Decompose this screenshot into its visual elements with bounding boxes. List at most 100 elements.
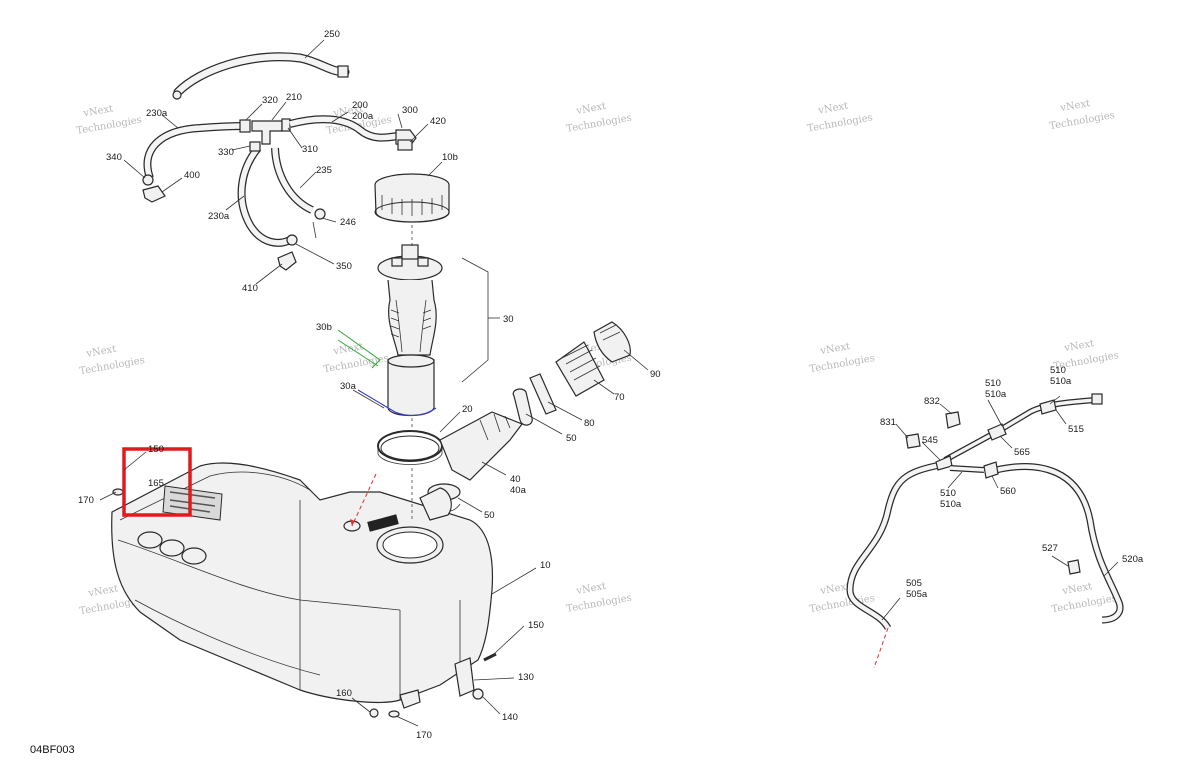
washer-170 xyxy=(388,710,400,718)
label-140: 140 xyxy=(502,712,518,723)
label-310: 310 xyxy=(302,144,318,155)
label-130: 130 xyxy=(518,672,534,683)
label-400: 400 xyxy=(184,170,200,181)
label-170-left: 170 xyxy=(78,495,94,506)
label-20: 20 xyxy=(462,404,473,415)
svg-text:vNext: vNext xyxy=(87,583,119,599)
vent-hose-assembly xyxy=(142,52,417,271)
svg-text:vNext: vNext xyxy=(332,103,364,119)
pump-frame xyxy=(387,279,437,356)
fitting-400 xyxy=(142,185,166,203)
washer-170-left xyxy=(112,488,124,496)
label-510a-top: 510a xyxy=(985,389,1007,400)
vent-line-assembly xyxy=(846,393,1124,630)
label-320: 320 xyxy=(262,95,278,106)
label-831: 831 xyxy=(880,417,896,428)
label-560: 560 xyxy=(1000,486,1016,497)
label-80: 80 xyxy=(584,418,595,429)
svg-text:Technologies: Technologies xyxy=(566,113,633,135)
label-520a: 520a xyxy=(1122,554,1144,565)
label-505: 505 xyxy=(906,578,922,589)
label-230a: 230a xyxy=(208,211,230,222)
connector-515 xyxy=(1039,399,1057,415)
clip-527 xyxy=(1067,559,1081,575)
bracket-30 xyxy=(461,257,489,383)
svg-text:vNext: vNext xyxy=(819,341,851,357)
clip-832 xyxy=(945,411,961,429)
label-410: 410 xyxy=(242,283,258,294)
part-labels: 250 230a 320 210 200 200a 300 420 340 40… xyxy=(78,29,1144,741)
wire-30b xyxy=(337,329,381,369)
label-230a-top: 230a xyxy=(146,108,168,119)
svg-text:vNext: vNext xyxy=(332,341,364,357)
svg-text:vNext: vNext xyxy=(575,581,607,597)
label-170: 170 xyxy=(416,730,432,741)
connector-565 xyxy=(987,423,1007,441)
assembly-arrow xyxy=(351,473,377,527)
valve-420 xyxy=(397,139,413,151)
label-90: 90 xyxy=(650,369,661,380)
label-510-right: 510 xyxy=(1050,365,1066,376)
tank-filler-inlet xyxy=(419,487,452,521)
label-200a: 200a xyxy=(352,111,374,122)
label-832: 832 xyxy=(924,396,940,407)
label-10b: 10b xyxy=(442,152,458,163)
leader-lines xyxy=(99,39,1119,727)
label-30a: 30a xyxy=(340,381,357,392)
label-565: 565 xyxy=(1014,447,1030,458)
fasteners xyxy=(112,488,497,718)
label-10: 10 xyxy=(540,560,551,571)
filler-neck-70 xyxy=(555,341,605,397)
svg-text:vNext: vNext xyxy=(1059,98,1091,114)
label-235: 235 xyxy=(316,165,332,176)
label-420: 420 xyxy=(430,116,446,127)
pump-flange xyxy=(377,255,443,281)
svg-text:Technologies: Technologies xyxy=(1049,110,1116,132)
label-30b: 30b xyxy=(316,322,332,333)
svg-text:vNext: vNext xyxy=(575,101,607,117)
svg-text:Technologies: Technologies xyxy=(323,353,390,375)
assembly-arrow-right xyxy=(873,627,889,669)
clip-831 xyxy=(905,433,921,449)
svg-text:Technologies: Technologies xyxy=(566,593,633,615)
fitting-410 xyxy=(277,251,297,271)
label-527: 527 xyxy=(1042,543,1058,554)
label-50: 50 xyxy=(484,510,495,521)
label-510a-right: 510a xyxy=(1050,376,1072,387)
bottom-bracket xyxy=(399,689,421,709)
fuel-tank-10 xyxy=(111,462,494,709)
svg-text:vNext: vNext xyxy=(819,581,851,597)
svg-text:vNext: vNext xyxy=(82,103,114,119)
label-250: 250 xyxy=(324,29,340,40)
clamp-340 xyxy=(142,174,154,186)
filler-neck-assembly xyxy=(427,321,631,512)
label-545: 545 xyxy=(922,435,938,446)
end-fitting-515 xyxy=(1091,393,1103,405)
label-246: 246 xyxy=(340,217,356,228)
nut-160 xyxy=(369,708,379,718)
label-515: 515 xyxy=(1068,424,1084,435)
label-165: 165 xyxy=(148,478,164,489)
label-150-top: 150 xyxy=(148,444,164,455)
svg-text:Technologies: Technologies xyxy=(1051,593,1118,615)
label-510a-mid: 510a xyxy=(940,499,962,510)
svg-text:vNext: vNext xyxy=(1063,338,1095,354)
label-70: 70 xyxy=(614,392,625,403)
label-330: 330 xyxy=(218,147,234,158)
bracket-80 xyxy=(529,373,557,415)
label-510-top: 510 xyxy=(985,378,1001,389)
label-350: 350 xyxy=(336,261,352,272)
label-30: 30 xyxy=(503,314,514,325)
connector-560 xyxy=(983,461,999,479)
hose-250-end xyxy=(337,65,349,78)
bolt-140 xyxy=(472,688,484,700)
screw-150 xyxy=(483,652,497,662)
